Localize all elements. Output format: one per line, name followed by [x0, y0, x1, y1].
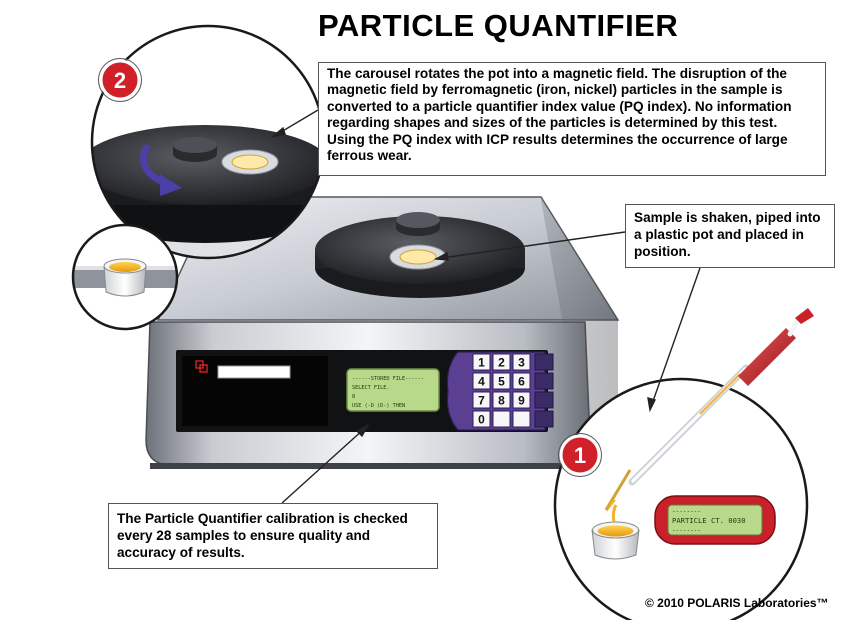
keypad-key: 0: [472, 410, 491, 428]
keypad-key-label: 6: [518, 375, 525, 389]
pipette-icon: [604, 308, 814, 513]
pot-closeup: [71, 223, 179, 331]
lcd-line-3: 8: [352, 394, 355, 400]
leader-lines: [271, 109, 701, 504]
keypad-key-label: 0: [478, 413, 485, 427]
carousel-callout: The carousel rotates the pot into a magn…: [318, 62, 826, 176]
keypad-key-label: 3: [518, 356, 525, 370]
keypad-key: 6: [512, 372, 531, 390]
keypad-key-label: 5: [498, 375, 505, 389]
step-2-badge: 2: [98, 58, 142, 102]
sample-closeup: -------- PARTICLE CT. 0030 --------: [553, 377, 809, 625]
keypad-key: 5: [492, 372, 511, 390]
reader-lcd-display: [667, 504, 763, 536]
keypad-key: 1: [472, 353, 491, 371]
keypad-key: 9: [512, 391, 531, 409]
lcd-line-1: ------STORED FILE------: [352, 376, 424, 382]
keypad-key-label: 7: [478, 394, 485, 408]
keypad-key: 7: [472, 391, 491, 409]
device-lcd-display: [346, 368, 440, 412]
particle-quantifier-instrument: ------STORED FILE------ SELECT FILE. 8 U…: [145, 196, 620, 469]
reader-lcd-line-1: --------: [672, 508, 701, 515]
logo-icon: [195, 360, 208, 373]
keypad-key: 8: [492, 391, 511, 409]
keypad-key: 2: [492, 353, 511, 371]
keypad-key-label: 8: [498, 394, 505, 408]
carousel-closeup: [90, 24, 326, 260]
step-1-number: 1: [574, 443, 586, 468]
keypad-key: 4: [472, 372, 491, 390]
copyright-notice: © 2010 POLARIS Laboratories™: [645, 596, 829, 610]
sample-callout: Sample is shaken, piped into a plastic p…: [625, 204, 835, 268]
reader-lcd-line-3: --------: [672, 527, 701, 534]
keypad-key-label: 2: [498, 356, 505, 370]
keypad-key-label: 1: [478, 356, 485, 370]
keypad-blank-key: [512, 410, 531, 428]
carousel-disk: [315, 212, 525, 298]
page-title: PARTICLE QUANTIFIER: [318, 8, 679, 43]
keypad-key-label: 4: [478, 375, 485, 389]
keypad-key: 3: [512, 353, 531, 371]
keypad-blank-key: [492, 410, 511, 428]
calibration-callout: The Particle Quantifier calibration is c…: [108, 503, 438, 569]
step-1-badge: 1: [558, 433, 602, 477]
reader-lcd-line-2: PARTICLE CT. 0030: [672, 516, 746, 525]
lcd-line-2: SELECT FILE.: [352, 385, 389, 391]
lcd-line-4: USE (-D (D-) THEN: [352, 403, 405, 409]
keypad-key-label: 9: [518, 394, 525, 408]
step-2-number: 2: [114, 68, 126, 93]
